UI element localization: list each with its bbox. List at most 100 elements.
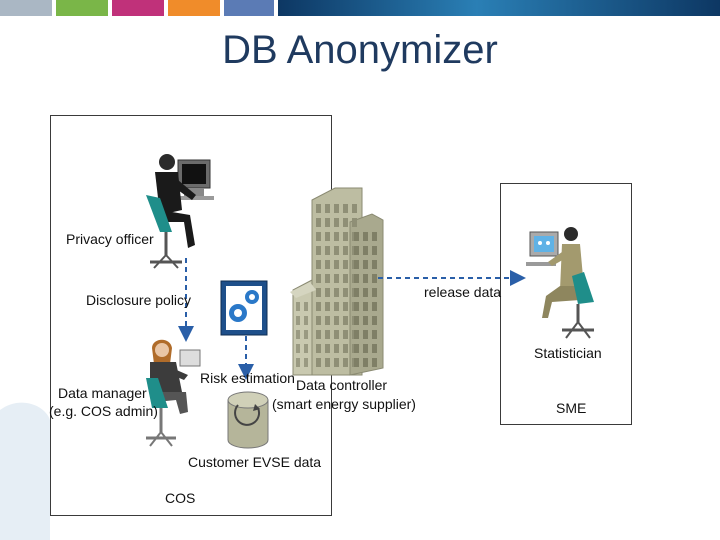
officer-icon [146, 154, 214, 269]
building-window [334, 204, 339, 213]
building-window [363, 316, 368, 325]
building-window [334, 330, 339, 339]
top-bar-segment-gray [0, 0, 52, 16]
release-data-label: release data [424, 284, 502, 300]
statistician-icon [526, 227, 594, 339]
building-window [352, 218, 357, 227]
building-window [372, 288, 377, 297]
building-window [363, 358, 368, 367]
building-window [363, 274, 368, 283]
building-window [372, 232, 377, 241]
building-window [363, 344, 368, 353]
building-window [343, 260, 348, 269]
building-window [363, 246, 368, 255]
building-window [363, 302, 368, 311]
building-window [334, 274, 339, 283]
building-window [354, 232, 359, 241]
building-window [316, 204, 321, 213]
building-window [334, 358, 339, 367]
building-window [316, 344, 321, 353]
building-window [343, 218, 348, 227]
building-window [343, 316, 348, 325]
building-window [354, 330, 359, 339]
building-window [304, 302, 308, 311]
building-window [363, 330, 368, 339]
building-window [372, 358, 377, 367]
building-window [325, 358, 330, 367]
data-manager-label-line2: (e.g. COS admin) [49, 403, 158, 419]
cos-label: COS [165, 490, 196, 506]
building-window [334, 316, 339, 325]
building-window [325, 246, 330, 255]
building-window [343, 302, 348, 311]
data-controller-label-line2: (smart energy supplier) [272, 396, 416, 412]
building-window [354, 358, 359, 367]
building-window [304, 344, 308, 353]
building-window [296, 344, 300, 353]
building-window [296, 330, 300, 339]
building-window [296, 358, 300, 367]
building-window [372, 302, 377, 311]
building-window [316, 274, 321, 283]
building-window [372, 344, 377, 353]
building-window [363, 260, 368, 269]
building-window [354, 288, 359, 297]
top-bar-gradient [278, 0, 720, 16]
gears-window-icon [220, 280, 268, 336]
building-window [334, 246, 339, 255]
building-window [354, 246, 359, 255]
building-window [343, 330, 348, 339]
building-window [316, 358, 321, 367]
data-controller-label-line1: Data controller [296, 377, 388, 393]
building-window [334, 288, 339, 297]
building-window [343, 344, 348, 353]
building-window [304, 316, 308, 325]
building-window [354, 274, 359, 283]
building-window [316, 316, 321, 325]
building-window [316, 218, 321, 227]
sme-label: SME [556, 400, 587, 416]
slide-title: DB Anonymizer [222, 28, 498, 72]
privacy-officer-label: Privacy officer [66, 231, 154, 247]
top-bar-segment-magenta [112, 0, 164, 16]
building-window [304, 330, 308, 339]
building-window [325, 316, 330, 325]
building-window [325, 288, 330, 297]
building-window [316, 302, 321, 311]
top-bar-segment-green [56, 0, 108, 16]
building-window [334, 344, 339, 353]
customer-data-label: Customer EVSE data [188, 454, 322, 470]
building-window [372, 260, 377, 269]
building-window [352, 204, 357, 213]
building-window [343, 358, 348, 367]
building-window [343, 232, 348, 241]
building-window [372, 274, 377, 283]
building-window [325, 274, 330, 283]
building-window [343, 204, 348, 213]
building-window [354, 302, 359, 311]
building-windows [296, 204, 377, 367]
top-color-bar [0, 0, 720, 16]
building-window [325, 302, 330, 311]
building-window [316, 246, 321, 255]
building-window [334, 232, 339, 241]
building-window [316, 330, 321, 339]
building-window [354, 260, 359, 269]
top-bar-segment-orange [168, 0, 220, 16]
building-window [325, 330, 330, 339]
building-window [325, 260, 330, 269]
building-window [325, 232, 330, 241]
building-window [372, 246, 377, 255]
disclosure-policy-label: Disclosure policy [86, 292, 192, 308]
building-window [325, 344, 330, 353]
building-window [316, 288, 321, 297]
building-window [334, 218, 339, 227]
building-window [372, 316, 377, 325]
building-window [343, 274, 348, 283]
building-window [316, 232, 321, 241]
building-window [334, 302, 339, 311]
data-manager-label-line1: Data manager [58, 385, 147, 401]
building-window [316, 260, 321, 269]
